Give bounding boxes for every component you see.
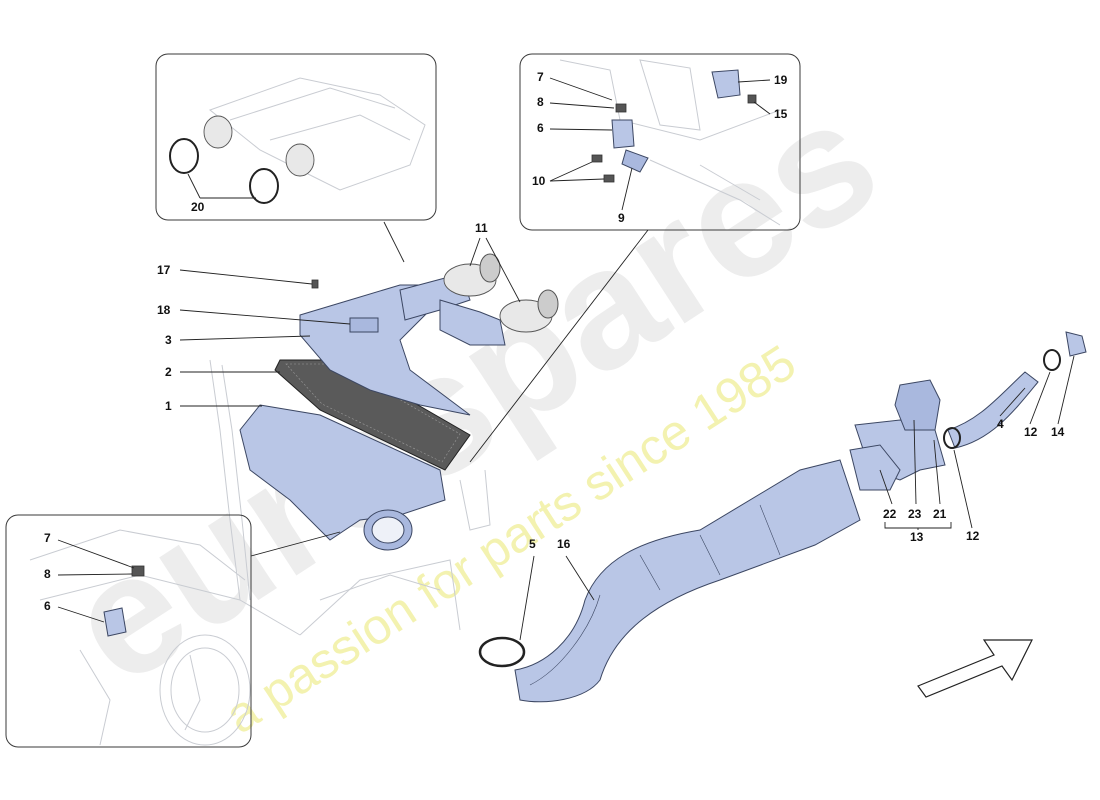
callout-2: 2	[165, 365, 172, 379]
callout-8-lower: 8	[44, 567, 51, 581]
callout-5: 5	[529, 537, 536, 551]
mount-6	[611, 119, 635, 149]
mount-6-lower	[103, 607, 127, 637]
callout-3: 3	[165, 333, 172, 347]
callout-12-lower: 12	[966, 529, 980, 543]
callout-20: 20	[191, 200, 205, 214]
intake-scoop-23	[894, 379, 941, 431]
hose-clamp-5	[478, 636, 526, 668]
inset-intake-manifold: 20	[155, 53, 437, 221]
callout-17: 17	[157, 263, 171, 277]
seal-ring-20a	[169, 138, 199, 174]
inset-frame	[155, 53, 437, 221]
callout-21: 21	[933, 507, 947, 521]
intake-duct-lower	[439, 299, 506, 346]
nut-8-lower	[131, 565, 145, 577]
callout-1: 1	[165, 399, 172, 413]
callout-11: 11	[475, 221, 488, 235]
callout-15: 15	[774, 107, 788, 121]
bracket-19	[711, 69, 741, 99]
intake-hose-16	[514, 459, 861, 703]
clamp-12a	[943, 427, 961, 449]
screw-10b	[603, 174, 615, 183]
airbox-cover-3	[299, 284, 471, 416]
callout-8-top: 8	[537, 95, 544, 109]
bracket-9	[621, 149, 649, 173]
callout-18: 18	[157, 303, 171, 317]
callout-22: 22	[883, 507, 897, 521]
callout-19: 19	[774, 73, 788, 87]
manifold-port-right	[285, 143, 315, 177]
callout-7-top: 7	[537, 70, 544, 84]
callout-6-lower: 6	[44, 599, 51, 613]
intake-scoop-22	[849, 444, 901, 491]
screw-10a	[591, 154, 603, 163]
bolt-15	[747, 94, 757, 104]
arrow-up-right-icon	[917, 639, 1033, 698]
callout-13: 13	[910, 530, 924, 544]
nut-8	[615, 103, 627, 113]
callout-7-lower: 7	[44, 531, 51, 545]
seal-ring-20b	[249, 168, 279, 204]
callout-4: 4	[997, 417, 1004, 431]
inset-frame-right	[519, 53, 801, 231]
airbox-lower-housing-1	[239, 404, 446, 541]
label-18	[349, 317, 379, 333]
bolt-17	[311, 279, 319, 289]
callout-23: 23	[908, 507, 922, 521]
support-frame	[209, 359, 491, 636]
callout-6-top: 6	[537, 121, 544, 135]
inset-lower-mount: 7 8 6	[5, 514, 252, 748]
callout-14: 14	[1051, 425, 1065, 439]
inset-mounting-detail: 7 8 6 10 9 19 15	[519, 53, 801, 231]
clamp-12b	[1043, 349, 1061, 371]
callout-9: 9	[618, 211, 625, 225]
manifold-port-left	[203, 115, 233, 149]
callout-10: 10	[532, 174, 546, 188]
inset-frame-lower	[5, 514, 252, 748]
callout-16: 16	[557, 537, 571, 551]
small-hose-4	[947, 371, 1039, 449]
callout-12-right: 12	[1024, 425, 1038, 439]
fitting-14	[1065, 331, 1087, 357]
